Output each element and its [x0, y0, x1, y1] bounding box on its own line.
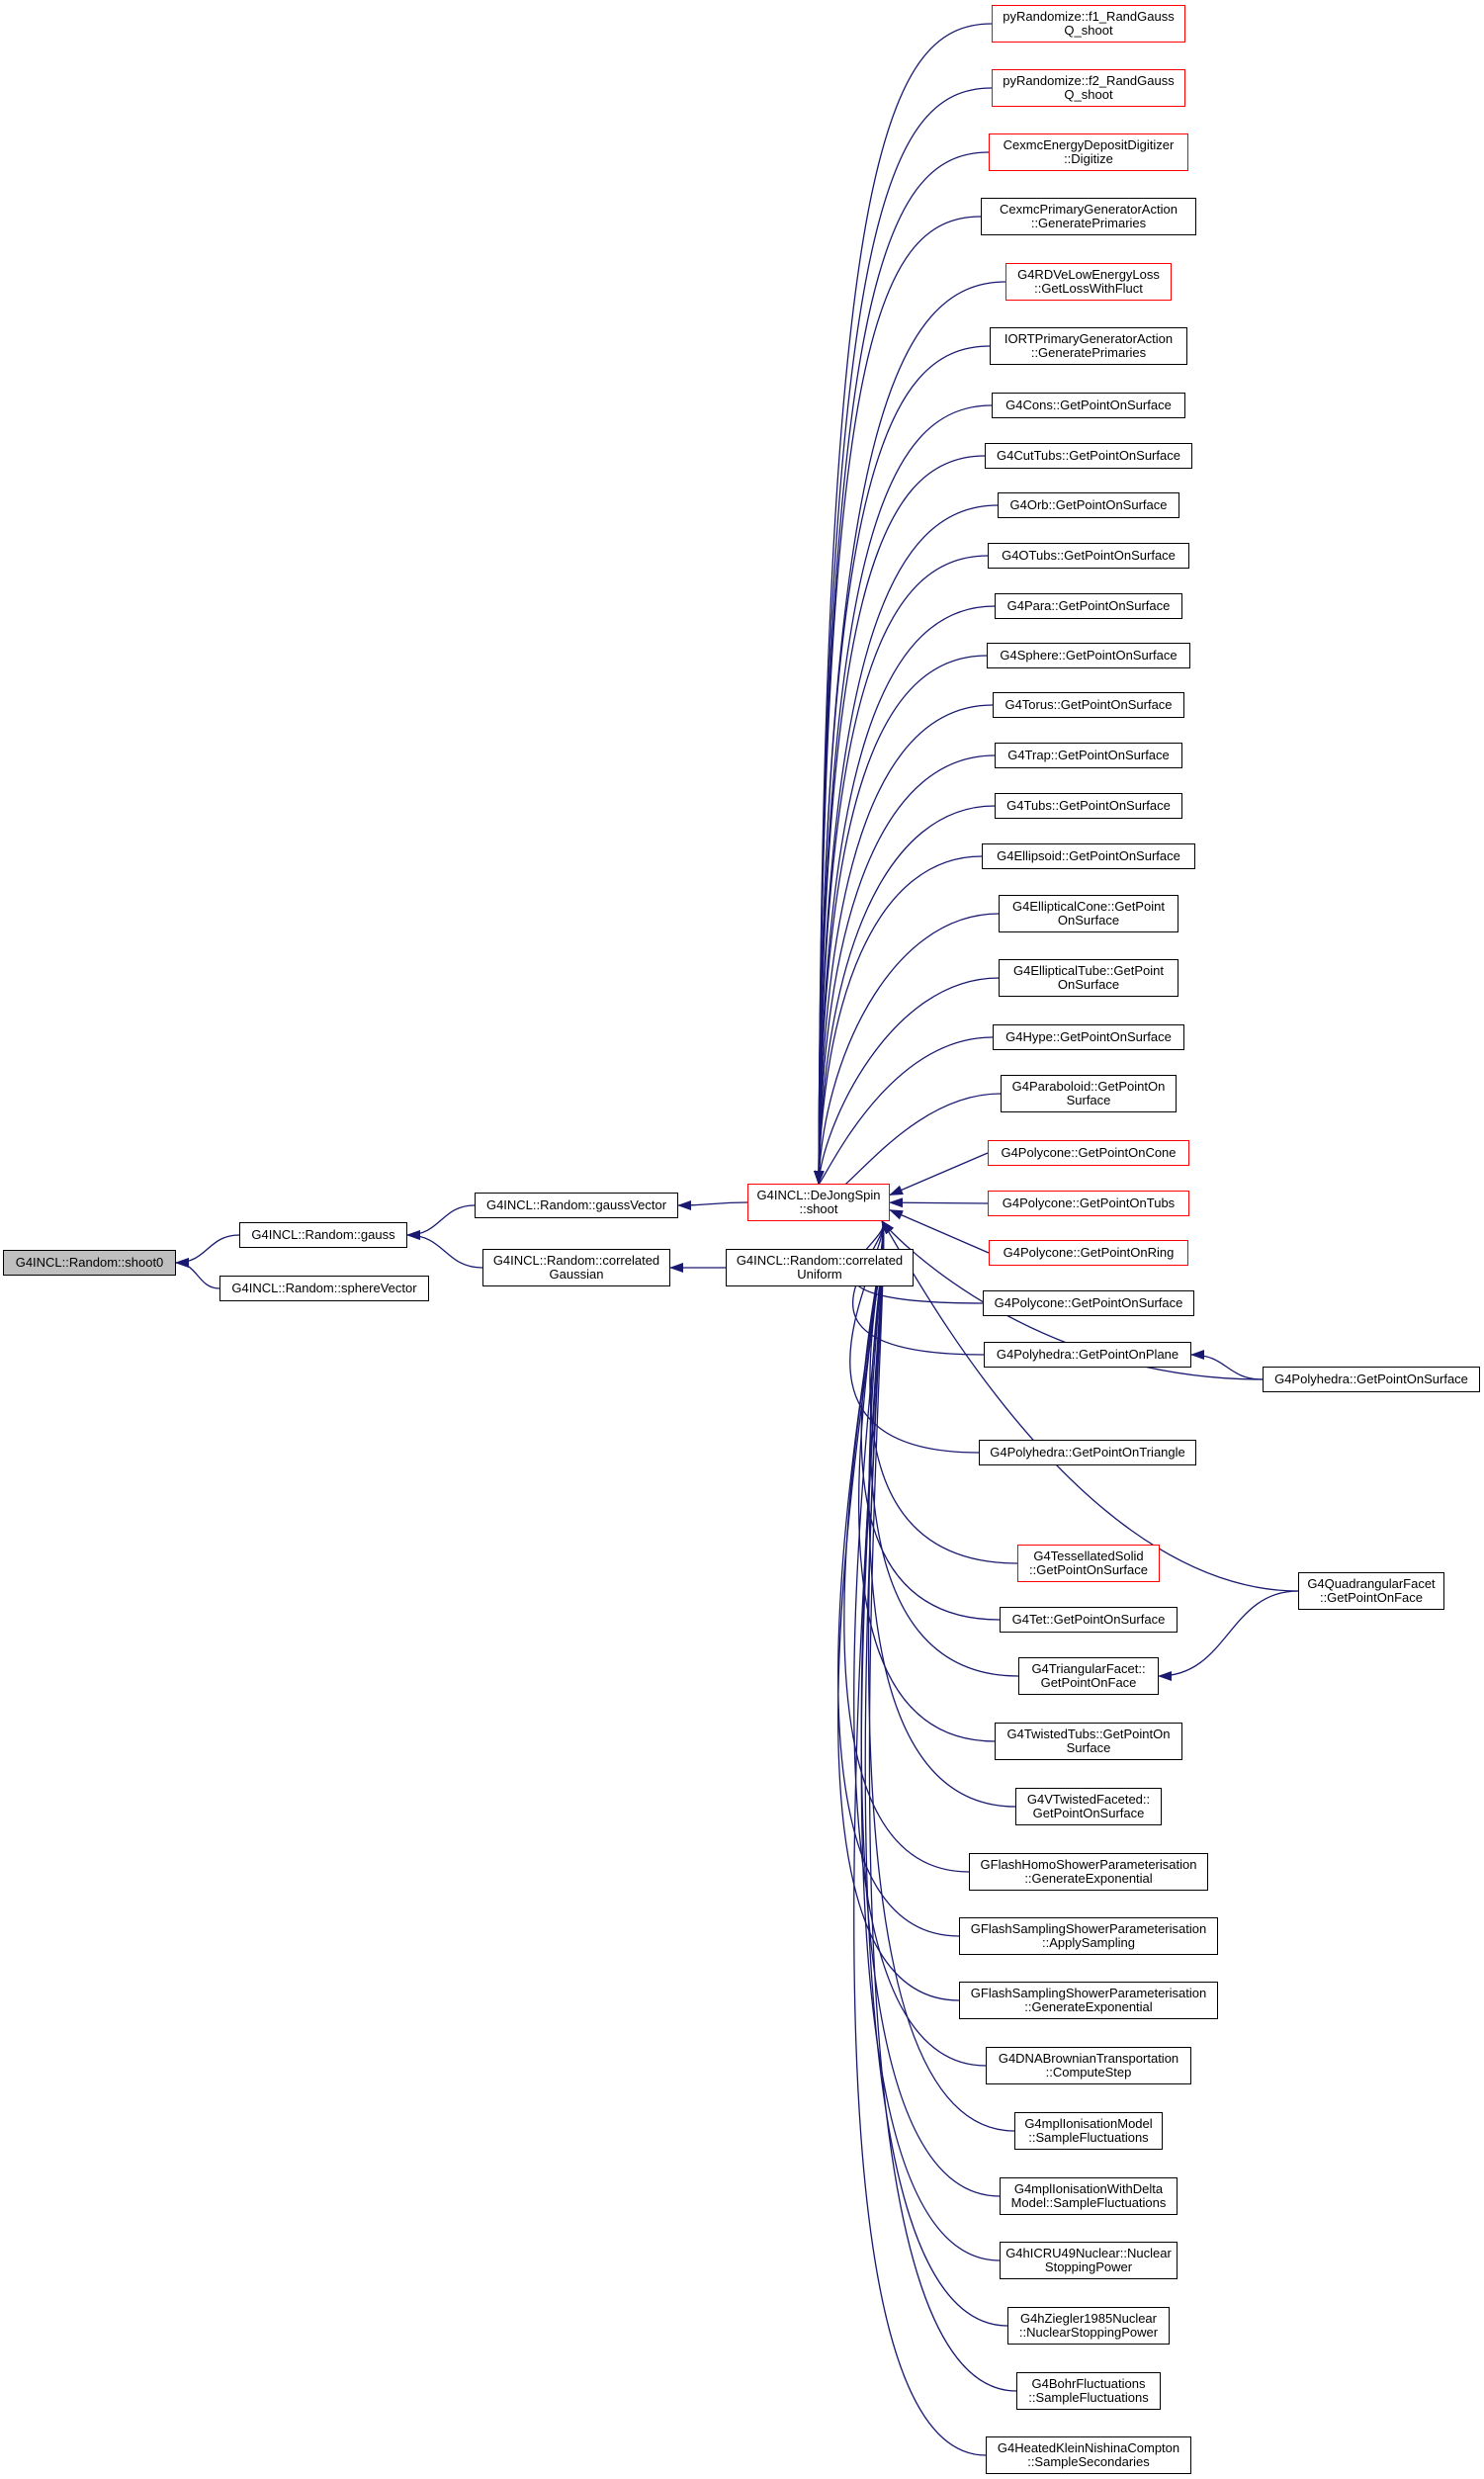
edge-quadFacet-to-triFacet	[1158, 1590, 1299, 1681]
node-random-correlateduniform[interactable]: G4INCL::Random::correlated Uniform	[726, 1249, 914, 1286]
edge-dejong-to-gaussVector	[677, 1199, 748, 1210]
edge-hype-to-dejong	[818, 1036, 994, 1194]
node-random-correlatedgaussian[interactable]: G4INCL::Random::correlated Gaussian	[482, 1249, 670, 1286]
edge-ellcone-to-dejong	[814, 913, 1000, 1185]
node-paraboloid-surface[interactable]: G4Paraboloid::GetPointOn Surface	[1001, 1075, 1177, 1112]
node-pyrandomize-f2[interactable]: pyRandomize::f2_RandGauss Q_shoot	[992, 69, 1185, 107]
edge-phedraTri-to-dejong	[849, 1220, 980, 1454]
node-twistedtubs-surface[interactable]: G4TwistedTubs::GetPointOn Surface	[995, 1723, 1182, 1760]
node-orb-surface[interactable]: G4Orb::GetPointOnSurface	[998, 492, 1179, 518]
node-torus-surface[interactable]: G4Torus::GetPointOnSurface	[993, 692, 1184, 718]
node-pyrandomize-f1[interactable]: pyRandomize::f1_RandGauss Q_shoot	[992, 5, 1185, 43]
node-polycone-cone[interactable]: G4Polycone::GetPointOnCone	[988, 1140, 1189, 1166]
node-dnabrownian-computestep[interactable]: G4DNABrownianTransportation ::ComputeSte…	[986, 2047, 1191, 2084]
node-trap-surface[interactable]: G4Trap::GetPointOnSurface	[995, 743, 1182, 768]
node-polycone-ring[interactable]: G4Polycone::GetPointOnRing	[989, 1240, 1188, 1266]
edge-cons-to-dejong	[814, 404, 993, 1185]
node-vtwistedfaceted-surface[interactable]: G4VTwistedFaceted:: GetPointOnSurface	[1015, 1788, 1162, 1825]
edge-cexmcDigitize-to-dejong	[814, 151, 990, 1185]
node-polyhedra-plane[interactable]: G4Polyhedra::GetPointOnPlane	[984, 1342, 1191, 1368]
edge-gflashSampApply-to-dejong	[837, 1220, 960, 1937]
node-sphere-surface[interactable]: G4Sphere::GetPointOnSurface	[987, 643, 1190, 668]
node-ellipsoid-surface[interactable]: G4Ellipsoid::GetPointOnSurface	[982, 843, 1195, 869]
node-rdve-lowenergyloss[interactable]: G4RDVeLowEnergyLoss ::GetLossWithFluct	[1005, 263, 1172, 301]
node-random-gaussvector[interactable]: G4INCL::Random::gaussVector	[475, 1193, 678, 1218]
edge-mplIonDelta-to-dejong	[860, 1220, 1001, 2197]
node-tubs-surface[interactable]: G4Tubs::GetPointOnSurface	[995, 793, 1182, 819]
node-triangularfacet-face[interactable]: G4TriangularFacet:: GetPointOnFace	[1018, 1657, 1159, 1695]
edge-trap-to-dejong	[814, 754, 996, 1185]
edge-pconeRing-to-dejong	[889, 1209, 990, 1254]
edge-para-to-dejong	[814, 605, 996, 1185]
edge-phedraPlane-to-dejong	[852, 1220, 985, 1356]
edge-sphereVector-to-shoot0	[175, 1258, 220, 1289]
edge-pconeCone-to-dejong	[889, 1152, 989, 1196]
edge-gflashHomo-to-dejong	[843, 1220, 970, 1873]
node-polyhedra-surface[interactable]: G4Polyhedra::GetPointOnSurface	[1263, 1367, 1480, 1392]
node-cons-surface[interactable]: G4Cons::GetPointOnSurface	[992, 393, 1185, 418]
node-iort-primary[interactable]: IORTPrimaryGeneratorAction ::GeneratePri…	[990, 327, 1187, 365]
edge-quadFacet-to-dejong	[881, 1220, 1299, 1592]
edge-torus-to-dejong	[814, 704, 994, 1185]
node-polyhedra-triangle[interactable]: G4Polyhedra::GetPointOnTriangle	[979, 1440, 1196, 1465]
node-cexmc-digitize[interactable]: CexmcEnergyDepositDigitizer ::Digitize	[989, 133, 1188, 171]
node-gflash-sampling-generate[interactable]: GFlashSamplingShowerParameterisation ::G…	[959, 1982, 1218, 2019]
node-ellipticalcone-surface[interactable]: G4EllipticalCone::GetPoint OnSurface	[999, 895, 1178, 932]
edge-bohr-to-dejong	[868, 1220, 1017, 2392]
node-bohrfluctuations[interactable]: G4BohrFluctuations ::SampleFluctuations	[1016, 2372, 1161, 2410]
node-random-shoot0[interactable]: G4INCL::Random::shoot0	[3, 1250, 176, 1276]
node-ellipticaltube-surface[interactable]: G4EllipticalTube::GetPoint OnSurface	[999, 959, 1178, 997]
node-hicru49-nuclear[interactable]: G4hICRU49Nuclear::Nuclear StoppingPower	[1000, 2242, 1178, 2279]
edge-heated-to-dejong	[853, 1220, 987, 2456]
node-gflash-homo[interactable]: GFlashHomoShowerParameterisation ::Gener…	[969, 1853, 1208, 1891]
edge-elltube-to-dejong	[814, 977, 1000, 1185]
node-para-surface[interactable]: G4Para::GetPointOnSurface	[995, 593, 1182, 619]
node-tet-surface[interactable]: G4Tet::GetPointOnSurface	[1000, 1607, 1178, 1633]
edge-tubs-to-dejong	[814, 805, 996, 1185]
edge-pconeTubs-to-dejong	[889, 1197, 989, 1208]
node-hype-surface[interactable]: G4Hype::GetPointOnSurface	[993, 1024, 1184, 1050]
edge-cuttubs-to-dejong	[814, 455, 986, 1185]
edge-correlatedGaussian-to-gauss	[406, 1230, 483, 1269]
node-tessellatedsolid-surface[interactable]: G4TessellatedSolid ::GetPointOnSurface	[1017, 1545, 1160, 1582]
edge-gaussVector-to-gauss	[406, 1204, 476, 1240]
node-polycone-tubs[interactable]: G4Polycone::GetPointOnTubs	[988, 1191, 1189, 1216]
edge-f2-to-dejong	[814, 87, 993, 1185]
edge-cexmcPrimary-to-dejong	[814, 216, 982, 1185]
node-hziegler1985-nuclear[interactable]: G4hZiegler1985Nuclear ::NuclearStoppingP…	[1007, 2307, 1170, 2345]
node-quadrangularfacet-face[interactable]: G4QuadrangularFacet ::GetPointOnFace	[1298, 1572, 1444, 1610]
edge-f1-to-dejong	[814, 23, 993, 1185]
node-mplionisation-model[interactable]: G4mplIonisationModel ::SampleFluctuation…	[1014, 2112, 1163, 2150]
edge-otubs-to-dejong	[814, 555, 989, 1185]
node-random-spherevector[interactable]: G4INCL::Random::sphereVector	[219, 1276, 429, 1301]
edge-iort-to-dejong	[814, 345, 991, 1185]
node-dejongspin-shoot[interactable]: G4INCL::DeJongSpin ::shoot	[747, 1184, 890, 1221]
node-otubs-surface[interactable]: G4OTubs::GetPointOnSurface	[988, 543, 1189, 569]
edge-ellipsoid-to-dejong	[814, 855, 983, 1185]
node-heatedkleinnishina-compton[interactable]: G4HeatedKleinNishinaCompton ::SampleSeco…	[986, 2436, 1191, 2474]
edge-paraboloid-to-dejong	[814, 1093, 1002, 1198]
node-mplionisation-delta[interactable]: G4mplIonisationWithDelta Model::SampleFl…	[1000, 2177, 1178, 2215]
node-cexmc-primary[interactable]: CexmcPrimaryGeneratorAction ::GeneratePr…	[981, 198, 1196, 235]
node-gflash-sampling-apply[interactable]: GFlashSamplingShowerParameterisation ::A…	[959, 1917, 1218, 1955]
edge-gauss-to-shoot0	[175, 1234, 240, 1268]
edge-hZiegler-to-dejong	[864, 1220, 1008, 2327]
edge-sphere-to-dejong	[814, 655, 988, 1185]
node-cuttubs-surface[interactable]: G4CutTubs::GetPointOnSurface	[985, 443, 1192, 469]
node-polycone-surface[interactable]: G4Polycone::GetPointOnSurface	[983, 1290, 1194, 1316]
node-random-gauss[interactable]: G4INCL::Random::gauss	[239, 1222, 407, 1248]
